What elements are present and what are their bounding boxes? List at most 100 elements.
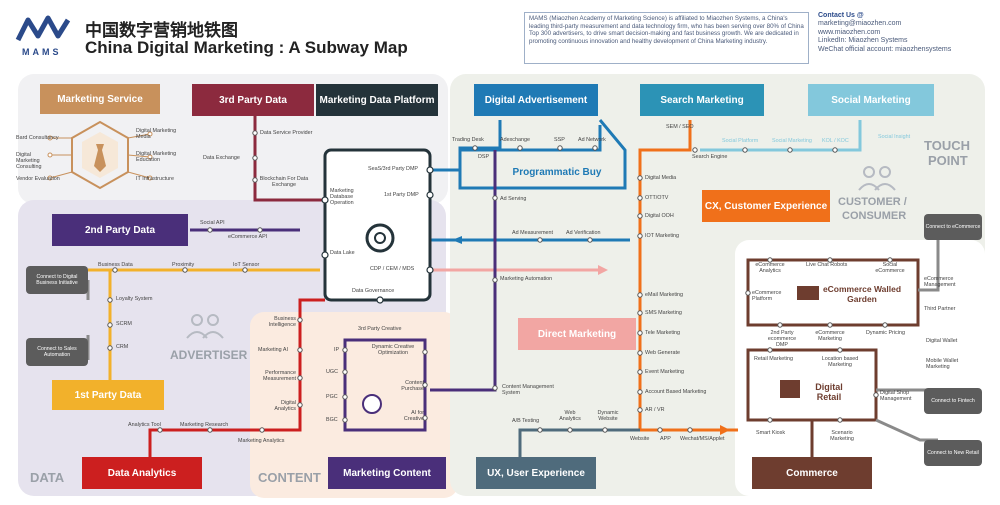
contact-email[interactable]: marketing@miaozhen.com [818, 20, 902, 28]
station-label: Scenario Marketing [830, 430, 854, 442]
station-label: Performance Measurement [263, 370, 296, 382]
station-label: SCRM [116, 321, 132, 327]
station-label: Data Lake [330, 250, 355, 256]
station-label: Dynamic Creative Optimization [371, 344, 415, 356]
marketing-content-box[interactable]: Marketing Content [328, 457, 446, 489]
station-label: Adexchange [500, 137, 530, 143]
station-label: Location based Marketing [821, 356, 859, 368]
station-label: Live Chat Robots [806, 262, 848, 268]
commerce-box[interactable]: Commerce [752, 457, 872, 489]
station-label: KOL / KOC [822, 138, 849, 144]
service-label: Digital Marketing Education [136, 151, 177, 163]
second-party-data-box[interactable]: 2nd Party Data [52, 214, 188, 246]
contact-wechat: WeChat official account: miaozhensystems [818, 45, 952, 53]
service-label: Digital Marketing Consulting [16, 152, 42, 170]
page-title: China Digital Marketing : A Subway Map [85, 38, 408, 57]
station-label: APP [660, 436, 671, 442]
search-marketing-box[interactable]: Search Marketing [640, 84, 764, 116]
station-label: Smart Kiosk [756, 430, 786, 436]
first-party-data-box[interactable]: 1st Party Data [52, 380, 164, 410]
station-label: eMail Marketing [645, 292, 684, 298]
connect-digital-biz[interactable]: Connect to Digital Business Initiative [26, 266, 88, 294]
station-label: Retail Marketing [754, 356, 793, 362]
station-label: Web Generate [645, 350, 680, 356]
station-label: eCommerce Marketing [815, 330, 845, 342]
zone-touch-1: TOUCH [924, 138, 970, 153]
connect-new-retail[interactable]: Connect to New Retail [924, 440, 982, 466]
data-analytics-box[interactable]: Data Analytics [82, 457, 202, 489]
station-label: 2nd Party ecommerce DMP [767, 330, 797, 348]
social-marketing-box[interactable]: Social Marketing [808, 84, 934, 116]
zone-advertiser: ADVERTISER [170, 348, 248, 362]
programmatic-buy-label[interactable]: Programmatic Buy [512, 166, 602, 178]
station-label: Proximity [172, 262, 195, 268]
contact-title: Contact Us @ [818, 12, 864, 19]
station-label: eCommerce API [228, 234, 268, 240]
service-label: Bard Consultancy [16, 135, 59, 141]
commerce-zone [735, 240, 985, 496]
direct-marketing-box[interactable]: Direct Marketing [518, 318, 636, 350]
ux-box[interactable]: UX, User Experience [476, 457, 596, 489]
station-label: Website [630, 436, 650, 442]
station-label: eCommerce Management [924, 276, 956, 288]
station-label: Data Governance [352, 288, 395, 294]
station-label: 1st Party DMP [384, 192, 419, 198]
contact-website[interactable]: www.miaozhen.com [818, 28, 881, 36]
station-label: Event Marketing [645, 369, 684, 375]
station-label: DSP [478, 154, 490, 160]
station-label: Ad Network [578, 137, 606, 143]
station-label: SSP [554, 137, 565, 143]
station-label: Social API [200, 220, 225, 226]
station-label: Dynamic Website [597, 410, 619, 422]
station-label: Digital Shop Management [880, 390, 912, 402]
station-label: SEM / SEO [666, 124, 694, 130]
station-label: PGC [326, 394, 338, 400]
station-label: Content Management System [502, 384, 554, 396]
station-label: Digital Wallet [926, 338, 958, 344]
marketing-service-box[interactable]: Marketing Service [40, 84, 160, 114]
station-label: Blockchain For Data Exchange [259, 176, 309, 188]
zone-customer-1: CUSTOMER / [838, 196, 907, 208]
connect-fintech[interactable]: Connect to Fintech [924, 388, 982, 414]
station-label: Account Based Marketing [645, 389, 707, 395]
station-label: Marketing AI [258, 347, 288, 353]
logo-text: MAMS [22, 47, 62, 57]
station-label: IoT Sensor [233, 262, 260, 268]
contact-block: Contact Us @ marketing@miaozhen.com www.… [818, 12, 988, 54]
station-label: Digital Analytics [274, 400, 296, 412]
digital-advertisement-box[interactable]: Digital Advertisement [474, 84, 598, 116]
station-label: CDP / CEM / MDS [370, 266, 415, 272]
laptop-icon [797, 286, 819, 300]
tie-icon [94, 144, 106, 172]
station-label: Mobile Wallet Marketing [926, 358, 959, 370]
station-label: AR / VR [645, 407, 665, 413]
connect-ecommerce[interactable]: Connect to eCommerce [924, 214, 982, 240]
connect-sales-automation[interactable]: Connect to Sales Automation [26, 338, 88, 366]
station-label: Social eCommerce [875, 262, 905, 274]
station-label: eCommerce Analytics [755, 262, 785, 274]
shop-icon [780, 380, 800, 398]
station-label: Tele Marketing [645, 330, 681, 336]
station-label: Marketing Research [180, 422, 229, 428]
station-label: SeaS/3rd Party DMP [368, 166, 419, 172]
title-cn: 中国数字营销地铁图 [85, 21, 238, 41]
station-label: Loyalty System [116, 296, 153, 302]
station-label: Digital OOH [645, 213, 674, 219]
contact-linkedin[interactable]: LinkedIn: Miaozhen Systems [818, 37, 908, 45]
station-label: Business Data [98, 262, 133, 268]
customer-icon [858, 166, 896, 191]
station-label: BGC [326, 417, 338, 423]
station-label: Ad Verification [566, 230, 601, 236]
station-label: OTT/OTV [645, 195, 669, 201]
bulb-icon [362, 394, 382, 414]
marketing-data-platform-box[interactable]: Marketing Data Platform [316, 84, 438, 116]
station-label: SMS Marketing [645, 310, 682, 316]
station-label: Search Engine [692, 154, 728, 160]
third-party-data-box[interactable]: 3rd Party Data [192, 84, 314, 116]
station-label: A/B Testing [512, 418, 540, 424]
station-label: Marketing Analytics [238, 438, 285, 444]
station-label: Social Platform [722, 138, 759, 144]
cx-box[interactable]: CX, Customer Experience [702, 190, 830, 222]
about-text: MAMS (Miaozhen Academy of Marketing Scie… [524, 12, 809, 64]
